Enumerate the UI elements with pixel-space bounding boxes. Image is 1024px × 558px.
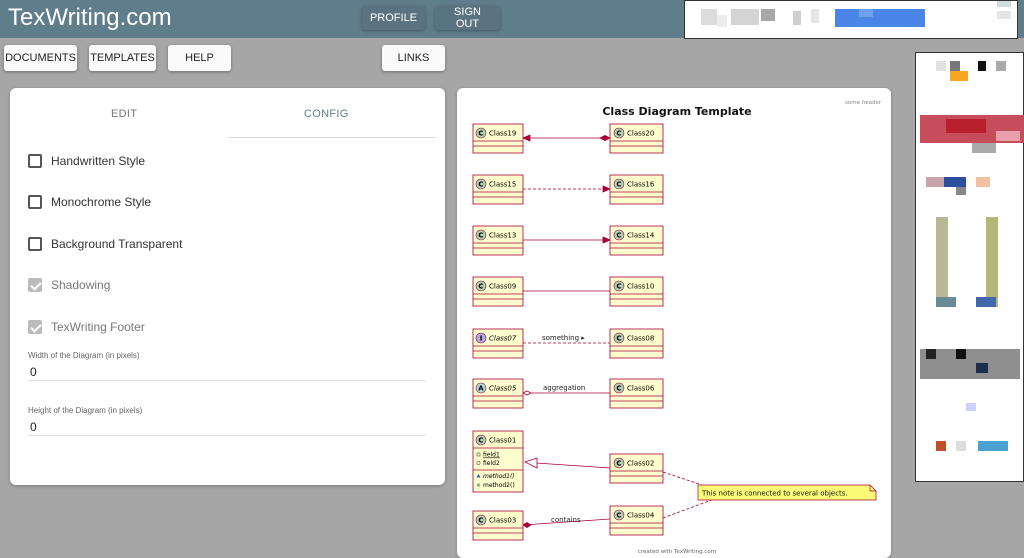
documents-button[interactable]: DOCUMENTS xyxy=(4,45,77,71)
svg-text:C: C xyxy=(616,181,621,189)
label-aggregation: aggregation xyxy=(543,384,585,392)
option-label: Monochrome Style xyxy=(51,195,152,209)
svg-text:C: C xyxy=(478,130,483,138)
checkbox-monochrome-style[interactable] xyxy=(28,195,42,209)
class-name: Class05 xyxy=(489,385,517,393)
svg-text:C: C xyxy=(478,283,483,291)
ad-banner-top[interactable] xyxy=(684,0,1018,39)
svg-text:C: C xyxy=(478,181,483,189)
width-label: Width of the Diagram (in pixels) xyxy=(28,351,140,360)
svg-text:C: C xyxy=(478,437,483,445)
config-panel: EDIT CONFIG Handwritten Style Monochrome… xyxy=(10,88,445,485)
class-box-class06: C Class06 xyxy=(609,378,664,409)
class-name: Class06 xyxy=(627,385,655,393)
ad-banner-side[interactable] xyxy=(915,52,1024,482)
help-button[interactable]: HELP xyxy=(168,45,231,71)
tab-divider xyxy=(228,137,436,138)
class-name: Class16 xyxy=(627,181,655,189)
class-name: Class04 xyxy=(627,512,655,520)
diagram-header: some header xyxy=(845,100,882,106)
option-label: Shadowing xyxy=(51,278,111,292)
svg-text:C: C xyxy=(616,130,621,138)
svg-text:I: I xyxy=(480,335,483,343)
width-input[interactable] xyxy=(28,363,426,381)
diagram-footer: created with TexWriting.com xyxy=(638,549,716,555)
class-diagram: some header Class Diagram Template somet… xyxy=(472,100,882,555)
class-name: Class01 xyxy=(489,437,516,445)
svg-text:C: C xyxy=(478,232,483,240)
height-label: Height of the Diagram (in pixels) xyxy=(28,406,143,415)
class-name: Class03 xyxy=(489,517,516,525)
svg-text:C: C xyxy=(478,517,483,525)
class-box-class14: C Class14 xyxy=(609,225,664,256)
class-box-class10: C Class10 xyxy=(609,276,664,307)
svg-text:C: C xyxy=(616,283,621,291)
templates-button[interactable]: TEMPLATES xyxy=(89,45,156,71)
option-label: Background Transparent xyxy=(51,237,183,251)
class-box-class16: C Class16 xyxy=(609,174,664,205)
class-name: Class07 xyxy=(489,335,517,343)
class-box-class02: C Class02 xyxy=(609,453,664,484)
class-box-class15: C Class15 xyxy=(472,174,524,205)
diagram-title: Class Diagram Template xyxy=(602,105,751,118)
class-name: Class10 xyxy=(627,283,654,291)
member-method1: method1() xyxy=(483,473,515,480)
option-shadowing: Shadowing xyxy=(28,278,110,292)
class-box-class07: I Class07 xyxy=(472,328,524,359)
tab-config[interactable]: CONFIG xyxy=(304,108,349,120)
class-box-class13: C Class13 xyxy=(472,225,524,256)
diagram-preview[interactable]: some header Class Diagram Template somet… xyxy=(457,88,891,558)
checkbox-shadowing xyxy=(28,278,42,292)
option-label: TexWriting Footer xyxy=(51,320,145,334)
class-box-class08: C Class08 xyxy=(609,328,664,359)
relations xyxy=(521,134,718,528)
svg-text:C: C xyxy=(616,460,621,468)
class-name: Class20 xyxy=(627,130,654,138)
label-something: something ▸ xyxy=(542,334,585,342)
class-box-class04: C Class04 xyxy=(609,505,664,536)
class-name: Class14 xyxy=(627,232,655,240)
class-name: Class02 xyxy=(627,460,654,468)
class-box-class20: C Class20 xyxy=(609,123,664,154)
svg-text:C: C xyxy=(616,512,621,520)
option-handwritten-style[interactable]: Handwritten Style xyxy=(28,154,145,168)
svg-text:C: C xyxy=(616,385,621,393)
checkbox-texwriting-footer xyxy=(28,320,42,334)
svg-text:C: C xyxy=(616,232,621,240)
note-text: This note is connected to several object… xyxy=(701,490,848,498)
member-field2: field2 xyxy=(483,460,500,467)
class-box-class01: C Class01 field1 field2 method1() method… xyxy=(472,430,524,493)
tab-edit[interactable]: EDIT xyxy=(111,108,138,120)
svg-text:C: C xyxy=(616,335,621,343)
class-name: Class09 xyxy=(489,283,516,291)
links-button[interactable]: LINKS xyxy=(382,45,445,71)
checkbox-handwritten-style[interactable] xyxy=(28,154,42,168)
sign-out-button[interactable]: SIGN OUT xyxy=(435,6,500,30)
member-method2: method2() xyxy=(483,482,515,489)
brand-logo[interactable]: TexWriting.com xyxy=(8,4,172,31)
diagram-note: This note is connected to several object… xyxy=(697,484,877,501)
class-name: Class13 xyxy=(489,232,516,240)
class-box-class09: C Class09 xyxy=(472,276,524,307)
class-name: Class19 xyxy=(489,130,516,138)
option-background-transparent[interactable]: Background Transparent xyxy=(28,237,182,251)
checkbox-background-transparent[interactable] xyxy=(28,237,42,251)
class-box-class05: A Class05 xyxy=(472,378,524,409)
class-name: Class08 xyxy=(627,335,654,343)
label-contains: contains xyxy=(551,516,581,524)
class-box-class03: C Class03 xyxy=(472,510,524,541)
svg-text:A: A xyxy=(478,385,484,393)
member-field1: field1 xyxy=(483,452,500,459)
class-name: Class15 xyxy=(489,181,516,189)
height-input[interactable] xyxy=(28,418,426,436)
profile-button[interactable]: PROFILE xyxy=(362,6,425,30)
option-texwriting-footer: TexWriting Footer xyxy=(28,320,145,334)
class-box-class19: C Class19 xyxy=(472,123,524,154)
option-label: Handwritten Style xyxy=(51,154,146,168)
option-monochrome-style[interactable]: Monochrome Style xyxy=(28,195,151,209)
